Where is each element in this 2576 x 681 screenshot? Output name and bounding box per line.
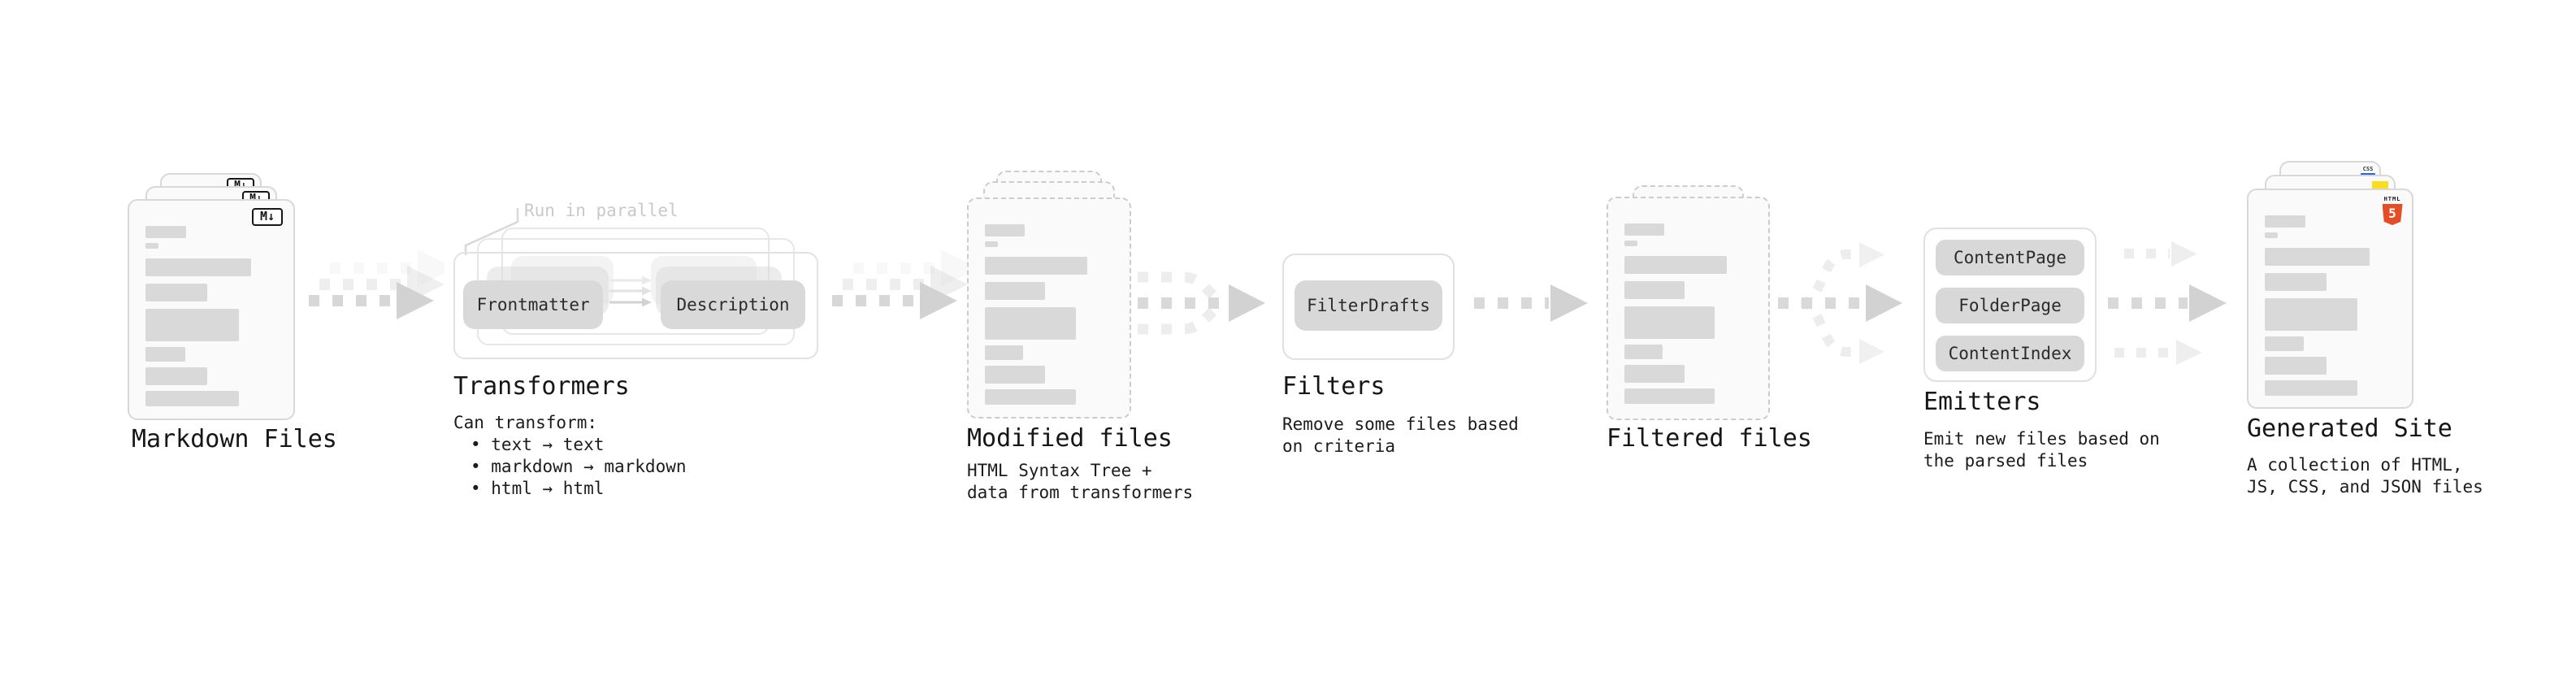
- emitters-box: ContentPage FolderPage ContentIndex: [1923, 228, 2097, 382]
- description-line: • html → html: [471, 479, 605, 498]
- description-line: JS, CSS, and JSON files: [2247, 477, 2483, 497]
- description-line: • text → text: [471, 435, 605, 454]
- html5-icon-text: HTML: [2383, 196, 2401, 202]
- contentindex-box: ContentIndex: [1936, 336, 2084, 371]
- text-line-placeholder: [1624, 306, 1715, 339]
- text-line-placeholder: [145, 309, 240, 341]
- description-box: [661, 280, 805, 329]
- text-line-placeholder: [2265, 232, 2279, 238]
- generated-site-stack: CSS HTML 5: [2247, 161, 2413, 410]
- text-line-placeholder: [145, 284, 208, 301]
- modified-files-label: Modified files: [967, 424, 1173, 453]
- text-line-placeholder: [985, 282, 1046, 300]
- text-line-placeholder: [2265, 357, 2327, 375]
- transformers-title: Transformers: [453, 372, 630, 401]
- text-line-placeholder: [1624, 256, 1727, 274]
- markdown-page-front: M↓: [128, 199, 295, 420]
- text-line-placeholder: [1624, 365, 1685, 383]
- split-arrow-icon: [1778, 242, 1902, 364]
- description-line: Emit new files based on: [1923, 429, 2160, 449]
- text-line-placeholder: [985, 366, 1046, 384]
- transformers-description: Can transform: • text → text • markdown …: [453, 412, 687, 500]
- folderpage-box: FolderPage: [1936, 288, 2084, 323]
- filterdrafts-box: FilterDrafts: [1295, 280, 1442, 331]
- text-line-placeholder: [2265, 248, 2370, 266]
- filters-box: FilterDrafts: [1282, 254, 1455, 360]
- generated-page-front: HTML 5: [2247, 189, 2413, 409]
- text-line-placeholder: [985, 257, 1088, 275]
- modified-files-stack: [967, 171, 1131, 419]
- text-line-placeholder: [2265, 298, 2358, 331]
- triple-arrow-icon: [2108, 241, 2227, 365]
- description-line: A collection of HTML,: [2247, 455, 2463, 475]
- description-line: Can transform:: [453, 413, 598, 432]
- merge-arrow-icon: [1138, 271, 1265, 335]
- document-text-placeholder: [1624, 223, 1752, 404]
- emitters-description: Emit new files based on the parsed files: [1923, 428, 2160, 472]
- description-line: on criteria: [1282, 436, 1396, 456]
- text-line-placeholder: [2265, 273, 2327, 291]
- filters-description: Remove some files based on criteria: [1282, 414, 1519, 458]
- text-line-placeholder: [145, 258, 251, 276]
- html5-icon: HTML 5: [2382, 196, 2403, 225]
- text-line-placeholder: [1624, 388, 1715, 404]
- text-line-placeholder: [1624, 345, 1663, 359]
- text-line-placeholder: [1624, 241, 1637, 246]
- html5-icon-shield: 5: [2382, 204, 2403, 225]
- text-line-placeholder: [2265, 380, 2358, 396]
- markdown-files-stack: M↓ M↓ M↓: [128, 173, 295, 420]
- description-line: • markdown → markdown: [471, 457, 687, 476]
- text-line-placeholder: [985, 345, 1024, 360]
- text-line-placeholder: [1624, 281, 1685, 299]
- arrow-right-icon: [309, 249, 445, 319]
- text-line-placeholder: [145, 347, 185, 362]
- arrow-right-icon: [1474, 284, 1588, 322]
- document-text-placeholder: [145, 226, 277, 406]
- description-line: Remove some files based: [1282, 414, 1519, 434]
- annotation-connector-line: [464, 208, 519, 255]
- text-line-placeholder: [2265, 215, 2305, 228]
- text-line-placeholder: [985, 241, 998, 247]
- filtered-files-stack: [1607, 185, 1770, 421]
- modified-files-description: HTML Syntax Tree + data from transformer…: [967, 460, 1193, 504]
- generated-site-label: Generated Site: [2247, 414, 2452, 443]
- run-in-parallel-annotation: Run in parallel: [524, 201, 679, 220]
- description-line: the parsed files: [1923, 451, 2088, 471]
- markdown-files-label: Markdown Files: [132, 425, 337, 453]
- markdown-icon: M↓: [252, 208, 283, 226]
- text-line-placeholder: [145, 243, 159, 249]
- text-line-placeholder: [985, 224, 1025, 236]
- text-line-placeholder: [985, 389, 1077, 405]
- description-line: HTML Syntax Tree +: [967, 461, 1152, 480]
- frontmatter-box: [463, 280, 604, 329]
- text-line-placeholder: [145, 226, 187, 238]
- description-line: data from transformers: [967, 483, 1194, 502]
- frontmatter-box-label: Frontmatter: [476, 295, 590, 314]
- arrow-right-icon: [832, 249, 968, 319]
- text-line-placeholder: [145, 391, 240, 406]
- description-box-label: Description: [676, 295, 790, 314]
- text-line-placeholder: [145, 367, 208, 385]
- filtered-page-front: [1607, 197, 1770, 420]
- generated-site-description: A collection of HTML, JS, CSS, and JSON …: [2247, 454, 2483, 498]
- css-icon-text: CSS: [2362, 166, 2374, 172]
- document-text-placeholder: [2265, 215, 2396, 396]
- transformer-frame-front: Frontmatter Description: [453, 252, 818, 359]
- contentpage-box: ContentPage: [1936, 240, 2084, 275]
- document-text-placeholder: [985, 224, 1113, 405]
- text-line-placeholder: [2265, 336, 2305, 351]
- filters-title: Filters: [1282, 372, 1386, 401]
- text-line-placeholder: [1624, 223, 1664, 236]
- modified-page-front: [967, 197, 1131, 419]
- parallel-arrows-icon: [609, 275, 652, 307]
- text-line-placeholder: [985, 307, 1077, 340]
- emitters-title: Emitters: [1923, 388, 2041, 416]
- filtered-files-label: Filtered files: [1607, 424, 1812, 453]
